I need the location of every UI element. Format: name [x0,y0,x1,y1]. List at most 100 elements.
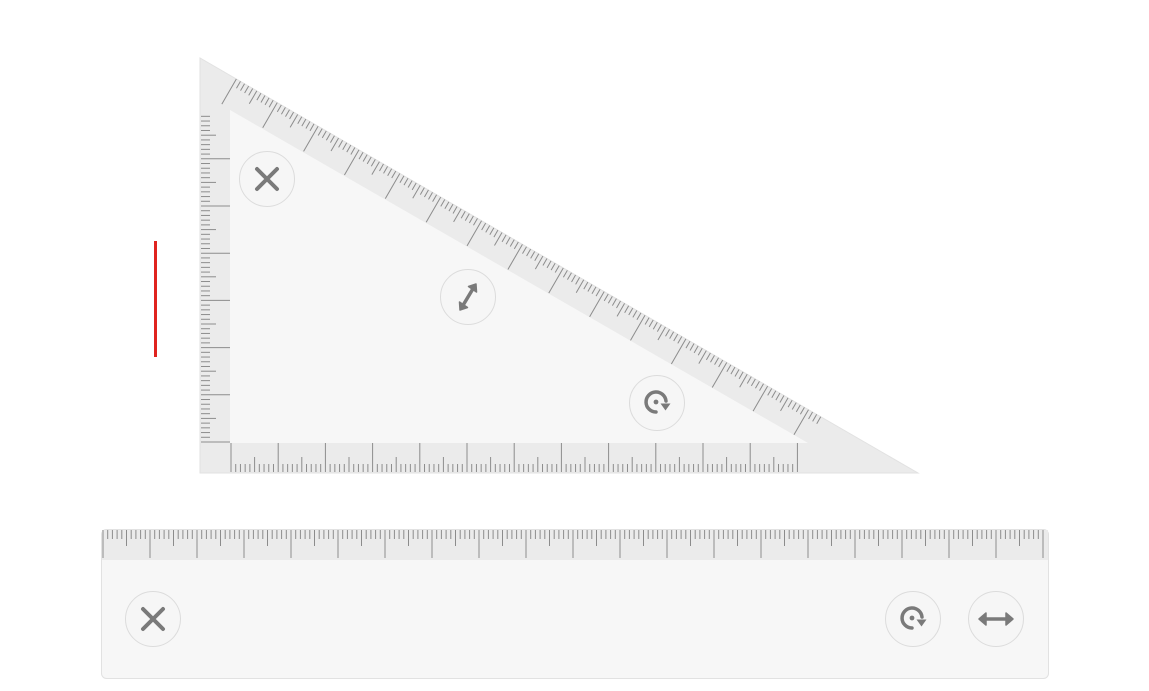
scale-tick [808,411,813,420]
scale-tick [505,237,511,245]
scale-tick [256,92,262,101]
scale-tick [309,123,315,132]
scale-tick [432,194,438,202]
scale-tick [440,199,446,207]
scale-tick [534,255,544,270]
scale-tick [285,109,290,117]
scale-tick [575,277,581,285]
scale-tick [739,374,748,388]
rotate-icon [900,606,927,630]
scale-tick [734,369,740,377]
scale-tick [276,104,282,113]
scale-tick [370,159,376,167]
scale-tick [603,293,609,302]
scale-tick [305,121,311,129]
diagonal-resize-icon [458,283,478,311]
ruler-resize-button[interactable]: horizontal-resize-icon [968,591,1024,647]
scale-tick [412,185,421,199]
scale-tick [362,154,368,162]
scale-tick [779,395,785,403]
scale-tick [562,270,568,278]
scale-tick [775,392,781,401]
scale-tick [689,343,695,351]
scale-tick [466,220,482,247]
scale-tick [542,258,548,266]
scale-tick [391,170,397,179]
scale-tick [303,126,319,152]
scale-tick [366,156,372,165]
scale-tick [711,362,728,388]
scale-tick [726,364,732,372]
scale-tick [746,376,752,384]
scale-tick [669,331,675,339]
scale-tick [330,137,339,152]
scale-tick [403,177,409,186]
scale-tick [379,163,384,172]
scale-tick [344,149,360,176]
scale-tick [425,196,442,223]
scale-tick [795,404,801,413]
scale-tick [628,307,634,316]
scale-tick [407,180,413,188]
ruler-scale [102,530,1044,558]
scale-tick [616,303,626,317]
scale-tick [236,81,241,89]
scale-tick [750,378,756,387]
scale-tick [321,130,327,139]
scale-tick [787,399,793,408]
scale-tick [325,133,331,141]
scale-tick [591,286,597,295]
scale-tick [473,218,478,226]
scale-tick [780,397,789,412]
scale-tick [616,300,621,309]
scale-tick [346,144,352,153]
scale-tick [657,326,666,341]
scale-tick [571,274,576,283]
scale-tick [648,319,654,328]
scale-tick [526,248,532,257]
scale-tick [759,383,764,391]
scale-tick [652,322,658,330]
scale-tick [289,114,299,128]
scale-tick [816,416,822,424]
scale-tick [754,381,760,389]
scale-tick [698,350,707,364]
scale-tick [248,90,258,105]
scale-tick [656,324,662,332]
scale-tick [587,284,593,292]
ruler-body[interactable] [101,529,1049,679]
text-caret [154,241,157,357]
set-square-vertical-scale [201,115,230,443]
scale-tick [464,213,470,221]
close-icon [141,607,165,631]
scale-tick [350,147,356,155]
scale-tick [793,409,809,436]
set-square-close-button[interactable]: close-icon [239,151,295,207]
set-square-rotate-button[interactable]: rotate-icon [629,375,685,431]
scale-tick [767,388,773,396]
scale-tick [507,244,523,270]
scale-tick [575,279,585,294]
scale-tick [624,305,630,313]
scale-tick [399,175,405,184]
scale-tick [444,201,450,210]
scale-tick [595,288,601,297]
scale-tick [262,102,278,129]
scale-tick [248,88,254,96]
ruler-close-button[interactable]: close-icon [125,591,181,647]
scale-tick [567,272,572,280]
scale-tick [730,366,736,375]
scale-tick [338,140,344,148]
scale-tick [481,222,487,231]
scale-tick [460,211,466,219]
scale-tick [522,246,527,254]
horizontal-resize-icon [978,612,1014,626]
ruler-rotate-button[interactable]: rotate-icon [885,591,941,647]
set-square-resize-button[interactable]: diagonal-resize-icon [440,269,496,325]
ruler-scale-band [102,530,1048,560]
scale-tick [705,352,711,361]
scale-tick [554,265,560,273]
